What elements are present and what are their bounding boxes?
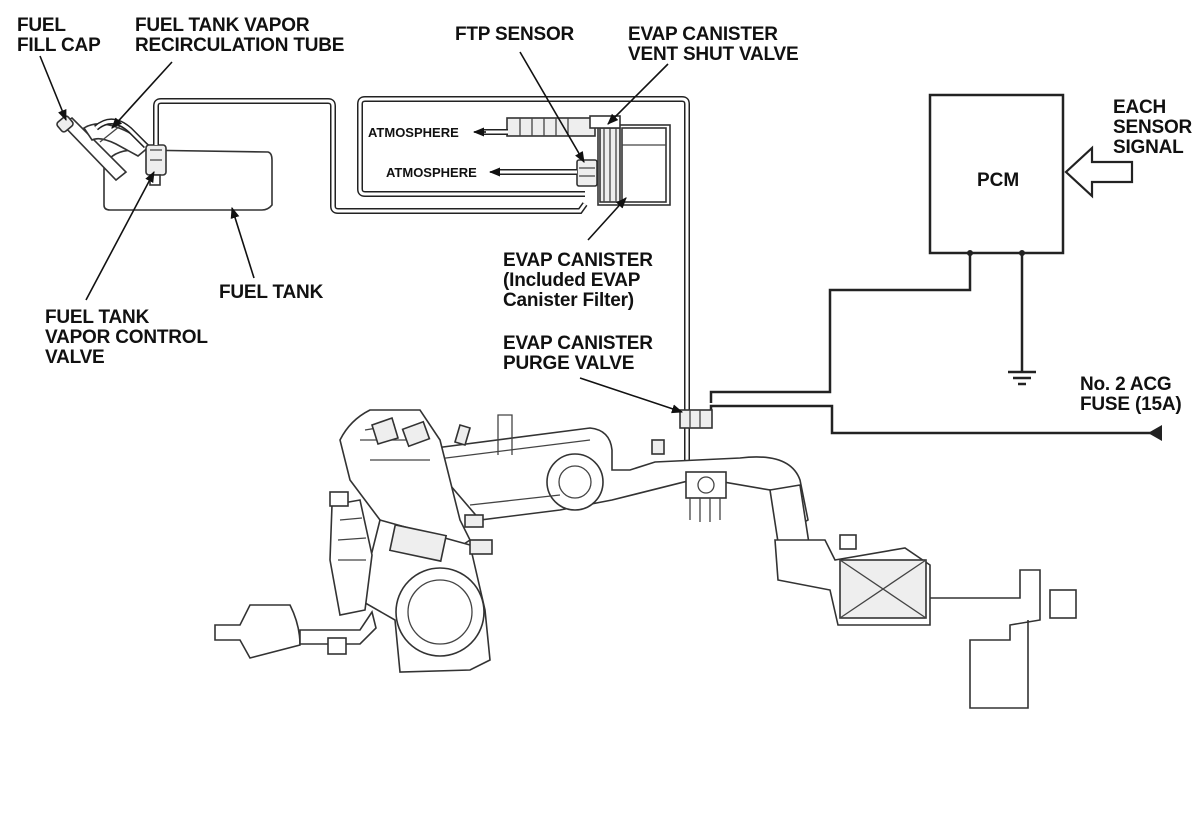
evap-canister — [597, 124, 671, 206]
catalytic-converter — [214, 604, 377, 659]
pcm-box — [928, 93, 1065, 255]
fuel-tank — [103, 149, 273, 211]
evap-canister-vent-shut-valve — [506, 115, 621, 137]
label-pcm: PCM — [977, 170, 1020, 191]
sensor-signal-arrow — [1064, 145, 1134, 199]
label-evap-canister: EVAP CANISTER (Included EVAP Canister Fi… — [503, 250, 653, 311]
atmosphere-arrows — [472, 127, 501, 177]
ground-wire — [1008, 250, 1036, 386]
label-atmosphere-upper: ATMOSPHERE — [368, 125, 459, 140]
label-ftp-sensor: FTP SENSOR — [455, 24, 575, 45]
leader-evap-canister — [587, 197, 627, 241]
label-vapor-control-valve: FUEL TANK VAPOR CONTROL VALVE — [45, 307, 208, 368]
leader-ftp-sensor — [519, 51, 585, 163]
label-acg-fuse: No. 2 ACG FUSE (15A) — [1080, 374, 1182, 415]
intake-manifold — [418, 427, 809, 532]
atmosphere-vent-pipes — [482, 129, 577, 175]
leader-vapor-control-valve — [85, 171, 155, 301]
leader-purge-valve — [579, 377, 684, 414]
ftp-sensor — [576, 159, 598, 187]
throttle-body — [685, 471, 727, 522]
air-duct — [769, 484, 1077, 709]
leader-fuel-fill-cap — [39, 55, 67, 122]
intake-sensors — [454, 414, 665, 555]
label-recirc-tube: FUEL TANK VAPOR RECIRCULATION TUBE — [135, 15, 345, 56]
pcm-to-purge-valve-wire — [709, 250, 973, 403]
vapor-pipe-canister-to-purge-valve — [357, 96, 690, 410]
label-fuel-tank: FUEL TANK — [219, 282, 324, 303]
engine-block — [359, 519, 491, 673]
leader-fuel-tank — [230, 206, 255, 279]
leader-vent-shut-valve — [607, 63, 669, 125]
exhaust-manifold — [329, 491, 373, 616]
label-each-sensor-signal: EACH SENSOR SIGNAL — [1113, 97, 1193, 158]
vapor-pipe-tank-to-canister — [153, 98, 588, 214]
leader-recirc-tube — [111, 61, 173, 129]
evap-canister-purge-valve — [679, 409, 713, 429]
label-vent-shut-valve: EVAP CANISTER VENT SHUT VALVE — [628, 24, 799, 65]
label-fuel-fill-cap: FUEL FILL CAP — [17, 15, 101, 56]
label-atmosphere-lower: ATMOSPHERE — [386, 165, 477, 180]
label-purge-valve: EVAP CANISTER PURGE VALVE — [503, 333, 653, 374]
